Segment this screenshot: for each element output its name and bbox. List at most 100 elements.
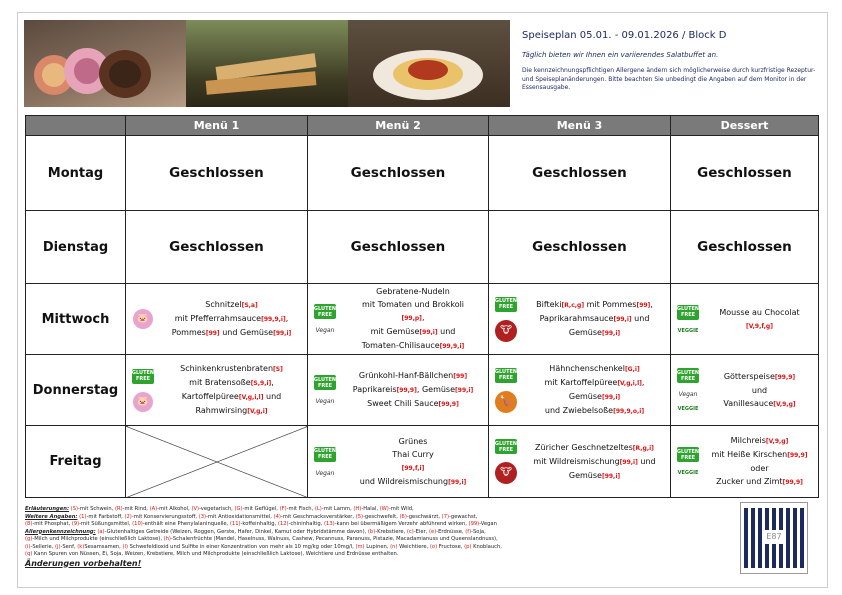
gluten-text: GLUTEN [494, 369, 518, 375]
dish-text: Hähnchenschenkel [549, 364, 625, 373]
dish-text: mit Kartoffelpüree [544, 378, 618, 387]
dish-text: Grünes [398, 436, 428, 446]
legend-text: Kann Spuren von Nüssen, Ei, Soja, Weizen… [32, 551, 399, 557]
menu-cell: 🐷Schnitzel[S,a]mit Pfefferrahmsauce[99,9… [125, 283, 308, 355]
legend-text: -vegetarisch, [199, 506, 235, 512]
column-header-dessert: Dessert [670, 115, 819, 136]
legend-code: (a) [97, 528, 105, 535]
legend-text: -Milch und Milchprodukte (einschließlich… [32, 536, 164, 542]
dish-text: mit Pommes [584, 300, 637, 309]
dish-line: Gemüse[99,i] [523, 390, 666, 404]
legend-text: -Eier, [413, 528, 430, 535]
legend-code: (5) [355, 513, 364, 520]
dish-line: Gemüse[99,i] [523, 326, 666, 340]
legend-line: (8)-mit Phosphat, (9)-mit Süßungsmittel,… [25, 521, 735, 529]
donuts-photo [24, 20, 186, 107]
dish-text: Tomaten-Chilisauce [361, 341, 440, 350]
dish-line: mit Tomaten und Brokkoli [342, 298, 484, 311]
legend-code: (6) [399, 513, 407, 520]
allergen-note: Die kennzeichnungspflichtigen Allergene … [522, 67, 816, 91]
allergen-codes: [99,i] [419, 329, 438, 336]
salad-note: Täglich bieten wir Ihnen ein variierende… [522, 51, 719, 59]
dish-text: und Wildreismischung [359, 476, 449, 486]
dish-line: [99,f,i] [342, 461, 484, 475]
legend-code: (99) [468, 521, 480, 527]
legend: Erläuterungen: (S)-mit Schwein, (R)-mit … [25, 506, 735, 569]
dish-description: Milchreis[V,9,g]mit Heiße Kirschen[99,9]… [701, 434, 818, 489]
free-text: FREE [498, 304, 514, 310]
allergen-codes: [99,9,i] [261, 316, 286, 323]
legend-code: (3) [198, 513, 207, 520]
free-text: FREE [680, 375, 696, 382]
dish-line: Sweet Chili Sauce[99,9] [342, 397, 484, 411]
pasta-photo [348, 20, 510, 107]
legend-code: (l) [122, 543, 128, 550]
dish-line: [V,9,f,g] [705, 319, 814, 333]
legend-code: (R) [114, 506, 123, 512]
legend-code: (n) [390, 543, 398, 550]
legend-code: (2) [124, 513, 132, 520]
allergen-codes: [99,f,i] [401, 464, 425, 472]
dish-text: Paprikarahmsauce [539, 314, 614, 323]
closed-cell: Geschlossen [670, 210, 819, 284]
legend-text: -Schalenfrüchte (Mandel, Haselnuss, Waln… [170, 536, 498, 542]
dish-line: Gebratene-Nudeln [342, 285, 484, 298]
allergen-codes: [V,g,i,l] [617, 380, 642, 387]
legend-text: -geschwärzt, [406, 513, 442, 520]
vegan-icon: Vegan [315, 469, 335, 477]
legend-code: (1) [79, 513, 87, 520]
legend-text: -Krebstiere, [375, 528, 407, 535]
legend-text: -Halal, [361, 506, 380, 512]
dish-text: mit Bratensoße [189, 378, 251, 387]
closed-cell: Geschlossen [307, 135, 489, 211]
dish-text: und [631, 314, 650, 323]
free-text: FREE [135, 376, 151, 382]
dish-text: Schinkenkrustenbraten [180, 364, 274, 373]
dish-text: Kartoffelpüree [181, 392, 239, 401]
legend-code: (e) [429, 528, 437, 535]
dish-text: Mousse au Chocolat [719, 307, 800, 317]
dish-text: Grünkohl-Hanf-Bällchen [358, 371, 454, 380]
allergen-codes: [99] [205, 330, 220, 337]
legend-text: Knoblauch, [471, 543, 502, 550]
dish-line: mit Pfefferrahmsauce[99,9,i], [160, 312, 303, 326]
legend-text: -mit Fisch, [286, 506, 315, 512]
legend-code: (13) [324, 521, 335, 527]
allergen-codes: [99,i] [455, 387, 474, 394]
dish-text: Thai Curry [392, 449, 434, 459]
gluten-text: GLUTEN [313, 448, 337, 454]
allergen-codes: [99,9,o,i] [613, 408, 645, 415]
allergen-codes: [99,9] [787, 452, 808, 459]
allergen-codes: [R,c,g] [561, 302, 585, 309]
legend-text: -Erdnüsse, [436, 528, 466, 535]
dish-text: Gemüse [568, 470, 602, 480]
legend-text: -Vegan [479, 521, 497, 527]
legend-code: (G) [234, 506, 243, 512]
allergen-codes: [99,p] [401, 315, 422, 322]
legend-code: (j) [55, 543, 61, 550]
legend-text: -geschwefelt, [363, 513, 400, 520]
legend-line: (i)-Sellerie, (j)-Senf, (k)Sesamsamen, (… [25, 544, 735, 552]
dish-text: Paprikareis [352, 385, 397, 394]
gluten-text: GLUTEN [494, 440, 518, 447]
legend-text: Lupinen, [364, 543, 391, 550]
dish-line: Vanillesauce[V,9,g] [705, 397, 814, 411]
vegan-icon: Vegan [678, 391, 698, 398]
legend-code: (4) [273, 513, 281, 520]
legend-code: (k) [77, 543, 85, 550]
header-text: Speiseplan 05.01. - 09.01.2026 / Block D… [522, 30, 822, 93]
dish-description: Schnitzel[S,a]mit Pfefferrahmsauce[99,9,… [156, 298, 307, 340]
day-label: Montag [25, 135, 126, 211]
dish-line: Thai Curry [342, 448, 484, 461]
